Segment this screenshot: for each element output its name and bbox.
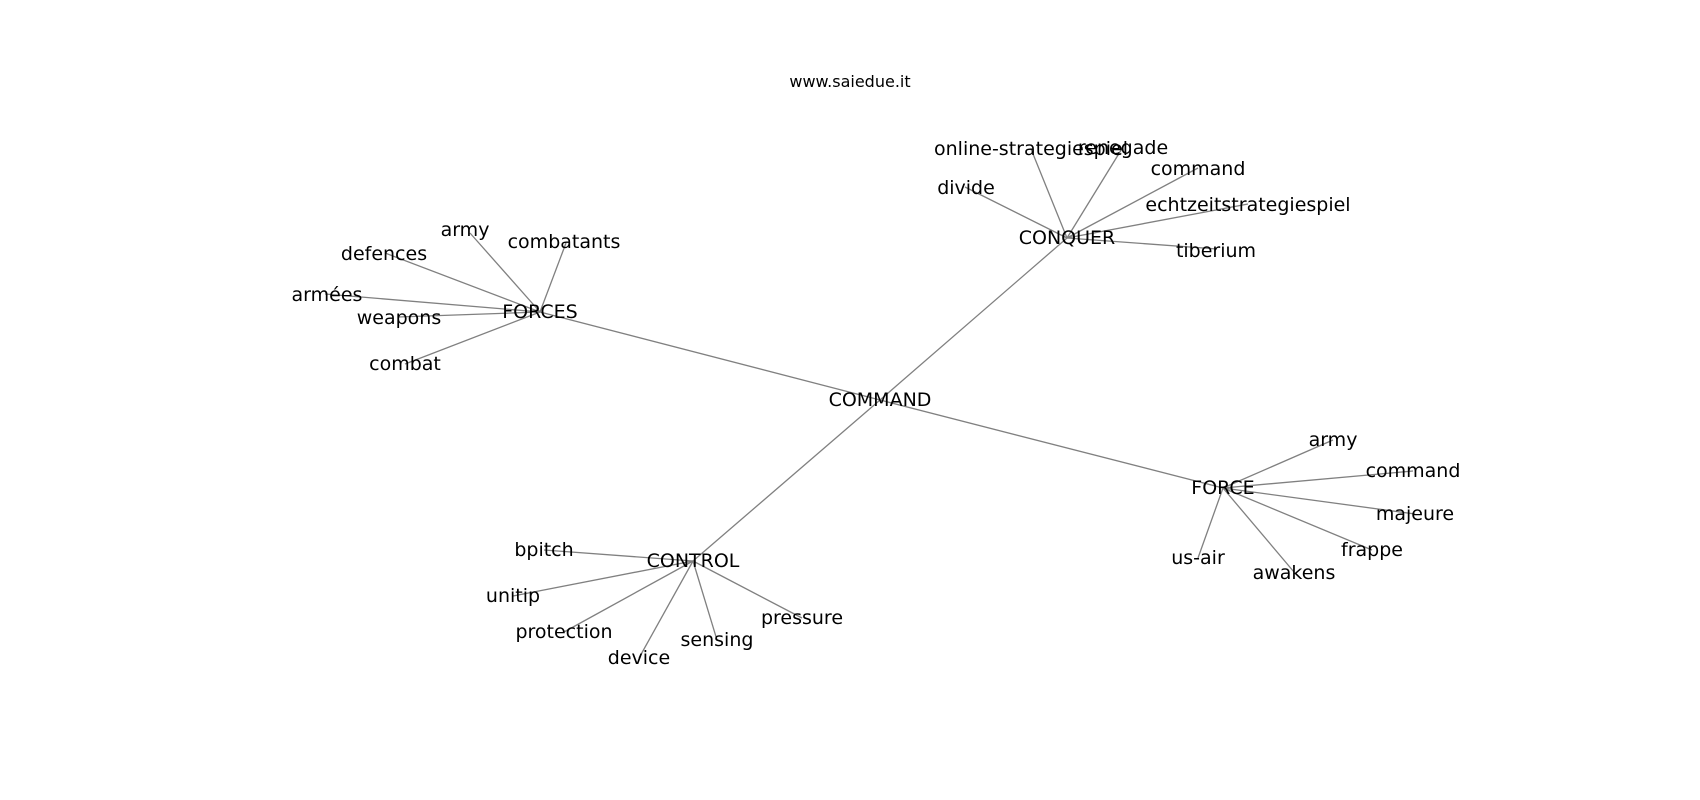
leaf-node-label: combat xyxy=(369,353,441,375)
edge-control-leaf xyxy=(512,560,694,597)
edge-forces-leaf xyxy=(469,232,541,313)
leaf-node-label: combatants xyxy=(508,231,621,253)
hub-node-conquer: CONQUER xyxy=(1019,227,1116,249)
graph-labels: COMMAND FORCES army combatants defences armée… xyxy=(292,137,1461,669)
leaf-node-label: bpitch xyxy=(514,539,573,561)
edge-conquer-leaf xyxy=(964,186,1068,239)
hub-node-force: FORCE xyxy=(1191,477,1254,499)
edge-forces-leaf xyxy=(404,311,541,365)
edge-forces-leaf xyxy=(384,252,541,313)
edge-conquer-leaf xyxy=(1066,203,1249,239)
edge-control-leaf xyxy=(563,560,694,633)
edge-root-force xyxy=(879,399,1224,489)
edge-root-forces xyxy=(539,311,881,401)
edge-control-leaf xyxy=(692,560,718,641)
edge-control-leaf xyxy=(638,560,694,659)
edge-force-leaf xyxy=(1222,439,1334,489)
leaf-node-label: unitip xyxy=(486,585,540,607)
hub-node-control: CONTROL xyxy=(647,550,740,572)
edge-root-conquer xyxy=(879,237,1068,401)
leaf-node-label: weapons xyxy=(357,307,442,329)
leaf-node-label: frappe xyxy=(1341,539,1403,561)
edge-force-leaf xyxy=(1222,487,1416,515)
edge-conquer-leaf xyxy=(1066,167,1199,239)
edge-forces-leaf xyxy=(324,293,541,313)
edge-conquer-leaf xyxy=(1066,237,1218,250)
edge-conquer-leaf xyxy=(1030,148,1068,239)
leaf-node-label: sensing xyxy=(681,629,754,651)
site-label: www.saiedue.it xyxy=(789,72,911,91)
leaf-node-label: majeure xyxy=(1376,503,1454,525)
edge-force-leaf xyxy=(1197,487,1224,559)
edge-forces-leaf xyxy=(397,311,541,318)
edge-force-leaf xyxy=(1222,487,1295,573)
edge-root-control xyxy=(692,399,881,562)
leaf-node-label: pressure xyxy=(761,607,843,629)
leaf-node-label: divide xyxy=(937,177,995,199)
root-node-label: COMMAND xyxy=(829,389,932,411)
leaf-node-label: tiberium xyxy=(1176,240,1256,262)
leaf-node-label: defences xyxy=(341,243,427,265)
leaf-node-label: us-air xyxy=(1171,547,1225,569)
hub-node-forces: FORCES xyxy=(502,301,577,323)
leaf-node-label: online-strategiespiel xyxy=(934,138,1128,160)
leaf-node-label: command xyxy=(1151,158,1246,180)
edge-forces-leaf xyxy=(539,242,567,313)
edge-force-leaf xyxy=(1222,470,1414,489)
edge-control-leaf xyxy=(692,560,803,619)
leaf-node-label: army xyxy=(441,219,490,241)
leaf-node-label: army xyxy=(1309,429,1358,451)
leaf-node-label: awakens xyxy=(1253,562,1336,584)
leaf-node-label: command xyxy=(1366,460,1461,482)
leaf-node-label: echtzeitstrategiespiel xyxy=(1145,194,1350,216)
leaf-node-label: renegade xyxy=(1078,137,1168,159)
leaf-node-label: device xyxy=(608,647,670,669)
leaf-node-label: armées xyxy=(292,284,363,306)
edge-conquer-leaf xyxy=(1066,146,1124,239)
edge-force-leaf xyxy=(1222,487,1373,551)
leaf-node-label: protection xyxy=(515,621,612,643)
edge-control-leaf xyxy=(543,549,694,562)
graph-edges xyxy=(324,146,1416,659)
